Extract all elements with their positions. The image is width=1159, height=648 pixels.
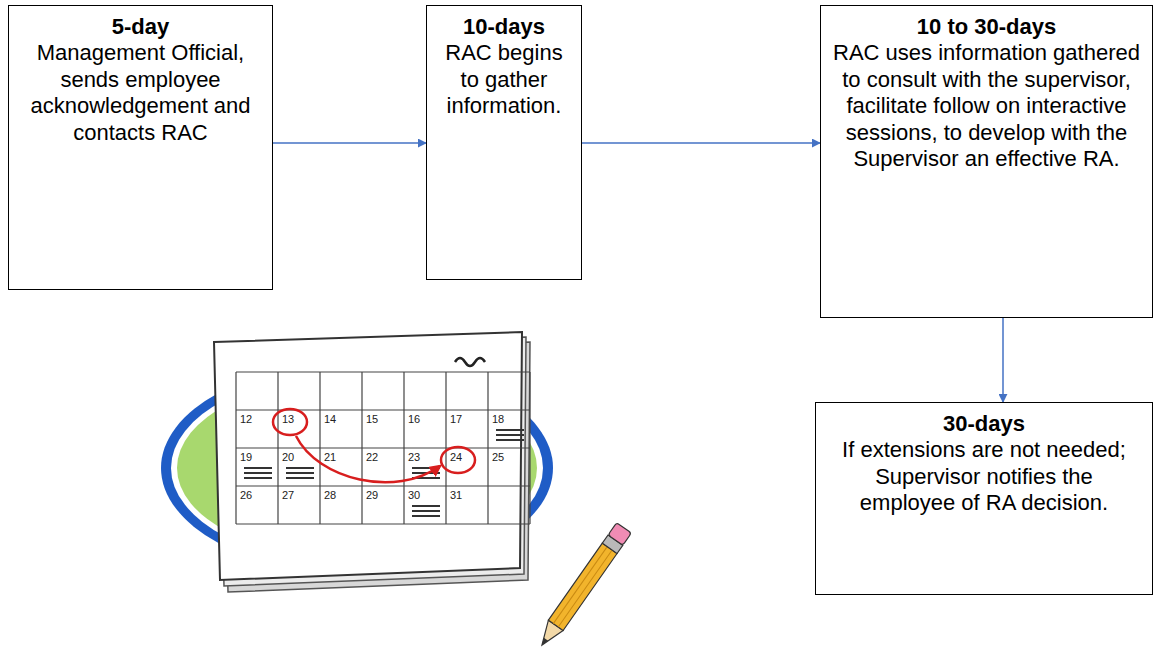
- calendar-grid: [236, 372, 530, 524]
- calendar-date: 17: [450, 414, 462, 425]
- calendar-date: 21: [324, 452, 336, 463]
- flow-arrow: [273, 142, 426, 144]
- calendar-date: 15: [366, 414, 378, 425]
- step-description: If extensions are not needed; Supervisor…: [826, 437, 1142, 516]
- step-heading: 5-day: [19, 14, 262, 40]
- calendar-date: 22: [366, 452, 378, 463]
- step-heading: 10 to 30-days: [831, 14, 1142, 40]
- calendar-date: 27: [282, 490, 294, 501]
- step-description: Management Official, sends employee ackn…: [19, 40, 262, 146]
- step-heading: 30-days: [826, 411, 1142, 437]
- calendar-date: 25: [492, 452, 504, 463]
- step-description: RAC uses information gathered to consult…: [831, 40, 1142, 172]
- calendar-date: 13: [282, 414, 294, 425]
- calendar-date: 30: [408, 490, 420, 501]
- calendar-date: 16: [408, 414, 420, 425]
- calendar-date: 19: [240, 452, 252, 463]
- calendar-date: 24: [450, 452, 462, 463]
- calendar-date: 26: [240, 490, 252, 501]
- pencil: [535, 523, 632, 648]
- process-box: 30-daysIf extensions are not needed; Sup…: [815, 402, 1153, 595]
- calendar-marks: [244, 409, 524, 516]
- flow-arrow: [582, 142, 820, 144]
- process-box: 5-dayManagement Official, sends employee…: [8, 5, 273, 290]
- calendar-date: 18: [492, 414, 504, 425]
- calendar-date: 28: [324, 490, 336, 501]
- calendar-date: 12: [240, 414, 252, 425]
- step-description: RAC begins to gather information.: [437, 40, 571, 119]
- scribble: [455, 358, 485, 366]
- process-box: 10-daysRAC begins to gather information.: [426, 5, 582, 280]
- calendar-date: 14: [324, 414, 336, 425]
- calendar-page: [214, 332, 522, 580]
- process-box: 10 to 30-daysRAC uses information gather…: [820, 5, 1153, 318]
- calendar-date: 23: [408, 452, 420, 463]
- step-heading: 10-days: [437, 14, 571, 40]
- calendar-date: 31: [450, 490, 462, 501]
- calendar-date: 29: [366, 490, 378, 501]
- calendar-date: 20: [282, 452, 294, 463]
- flow-arrow: [1002, 318, 1004, 402]
